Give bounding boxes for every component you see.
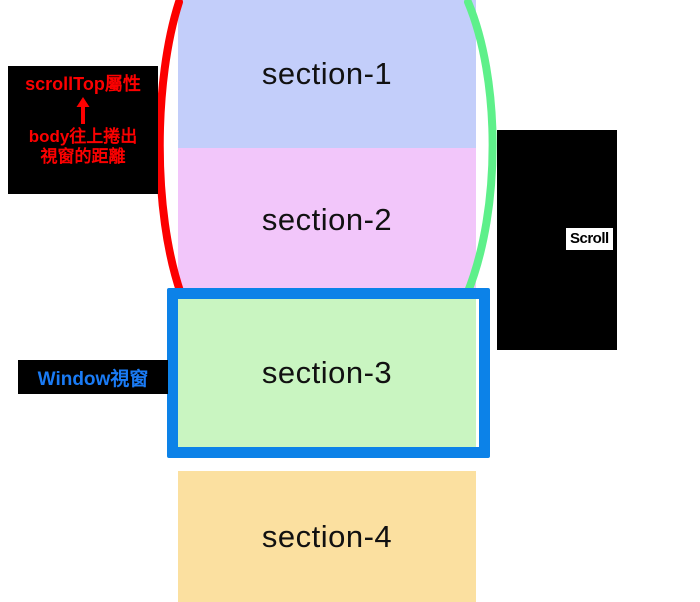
up-arrow-icon: [8, 95, 158, 127]
window-callout-label: Window視窗: [37, 368, 149, 390]
window-callout: Window視窗: [18, 360, 168, 394]
scrolltop-description-line-1: body往上捲出: [28, 127, 138, 146]
right-annotation-label: Scroll: [566, 228, 613, 250]
section-4-label: section-4: [261, 518, 393, 554]
section-2-label: section-2: [261, 201, 393, 237]
scrolltop-description-line-2: 視窗的距離: [40, 147, 126, 166]
section-1-block: section-1: [178, 0, 476, 148]
window-viewport-frame: [167, 288, 490, 458]
scrolltop-callout: scrollTop屬性 body往上捲出 視窗的距離: [8, 66, 158, 194]
section-2-block: section-2: [178, 148, 476, 291]
section-4-block: section-4: [178, 471, 476, 602]
scrolltop-title: scrollTop屬性: [25, 74, 141, 94]
section-3-label: section-3: [261, 355, 393, 390]
section-3-block: section-3: [178, 299, 476, 447]
section-1-label: section-1: [261, 56, 393, 91]
